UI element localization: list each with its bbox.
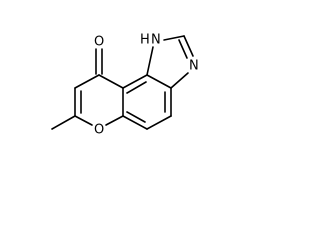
bond-c2-n3-double <box>178 39 188 59</box>
bond-c6-c8a <box>122 115 148 130</box>
bond-c9b-c3a <box>146 74 172 89</box>
bond-n1-c2 <box>163 35 185 41</box>
atom-nh-hydrogen: H <box>140 33 150 48</box>
bond-c4-c4a <box>98 74 124 89</box>
bond-c4a-c9b <box>122 74 148 89</box>
atom-nh-nitrogen: N <box>151 33 161 48</box>
atom-imine-nitrogen: N <box>189 59 199 74</box>
molecule-diagram: O H N N O <box>51 33 199 138</box>
bond-c4a-c9b-double <box>126 81 147 94</box>
bond-c3-c4 <box>74 74 100 89</box>
atom-carbonyl-oxygen: O <box>94 35 104 50</box>
bond-c2-o1 <box>74 115 93 126</box>
bond-c6-c8a-double <box>126 111 146 123</box>
bond-o1-c8a <box>105 115 124 126</box>
bond-methyl <box>51 115 76 130</box>
bond-c2-n3 <box>183 35 194 57</box>
bond-c9b-n1 <box>146 46 154 76</box>
atom-ring-oxygen: O <box>94 123 104 138</box>
bond-n3-c3a <box>170 72 189 89</box>
bond-c7-c6 <box>146 115 172 130</box>
